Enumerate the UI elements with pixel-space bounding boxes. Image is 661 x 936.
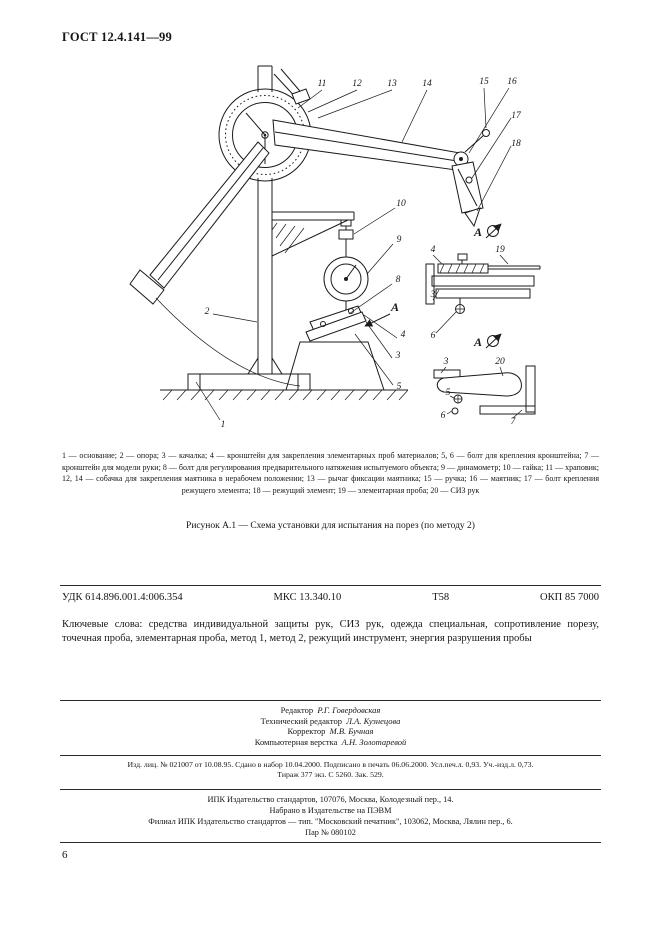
publisher-line-4: Пар № 080102 [305,828,356,837]
credit-line: Компьютерная верстка А.Н. Золотаревой [62,737,599,748]
callout-5-detail: 5 [446,388,451,398]
callout-18: 18 [511,139,521,149]
callout-19: 19 [495,245,505,255]
callout-4-detail: 4 [431,245,436,255]
credit-line: Технический редактор Л.А. Кузнецова [62,716,599,727]
view-arrow-label: А [390,300,399,314]
figure-caption: Рисунок А.1 — Схема установки для испыта… [186,521,475,531]
rocker-arm [129,141,301,387]
imprint-line-1: Изд. лиц. № 021007 от 10.08.95. Сдано в … [127,760,534,769]
publisher-block: ИПК Издательство стандартов, 107076, Мос… [62,794,599,838]
anvil-pedestal [285,341,385,391]
support-column [247,65,283,375]
callout-leader-lines [195,87,512,421]
credit-name: М.В. Бучная [329,726,374,736]
wall-bracket [271,211,355,257]
figure-legend: 1 — основание; 2 — опора; 3 — качалка; 4… [62,451,599,495]
callout-5: 5 [397,382,402,392]
divider-4 [60,789,601,790]
detail-a-label: А [473,225,482,239]
callout-20: 20 [495,357,505,367]
t-code: Т58 [432,592,450,603]
pawl-mechanism [273,68,311,105]
callout-3-detail2: 3 [443,357,449,367]
credit-role: Компьютерная верстка [254,736,338,747]
callout-6-detail2: 6 [441,411,446,421]
callout-13: 13 [387,79,397,89]
callout-1: 1 [221,420,226,430]
doc-number: ГОСТ 12.4.141—99 [62,30,172,44]
direction-arrow-a: А [364,300,399,327]
classification-codes: УДК 614.896.001.4:006.354 МКС 13.340.10 … [62,592,599,603]
publisher-line-3: Филиал ИПК Издательство стандартов — тип… [148,817,513,826]
detail-b-label: А [473,335,482,349]
imprint-block: Изд. лиц. № 021007 от 10.08.95. Сдано в … [62,760,599,780]
credit-role: Редактор [280,705,314,715]
detail-view-sample-clamp: А 4 19 3 6 [425,223,541,341]
okp-code: ОКП 85 7000 [540,592,599,603]
ratchet-dial [218,88,312,182]
callout-12: 12 [352,79,362,89]
base-plate [187,373,311,391]
credits-block: Редактор Р.Г. Говердовская Технический р… [62,705,599,747]
credit-name: Л.А. Кузнецова [346,715,401,726]
callout-9: 9 [397,235,402,245]
callout-10: 10 [396,199,406,209]
detail-view-hand-model: А 3 20 5 6 7 [433,333,536,427]
callout-15: 15 [479,77,489,87]
callout-8: 8 [396,275,401,285]
imprint-line-2: Тираж 377 экз. С 5260. Зак. 529. [277,770,384,779]
credit-role: Корректор [287,726,326,736]
divider-3 [60,755,601,756]
callout-17: 17 [511,111,522,121]
callout-7: 7 [511,417,517,427]
credit-name: А.Н. Золотаревой [341,736,407,747]
figure-diagram: А 1 2 3 4 5 8 9 10 11 12 13 14 15 16 17 … [129,65,541,430]
page-number: 6 [62,849,68,861]
mks-code: МКС 13.340.10 [273,592,342,603]
callout-6-detail: 6 [431,331,436,341]
credit-role: Технический редактор [260,715,343,726]
pendulum-arm [272,119,490,228]
udk-code: УДК 614.896.001.4:006.354 [62,592,183,603]
credit-name: Р.Г. Говердовская [317,705,381,715]
dynamometer-assembly [323,226,369,323]
divider-1 [60,585,601,586]
publisher-line-2: Набрано в Издательстве на ПЭВМ [269,806,392,815]
keywords-paragraph: Ключевые слова: средства индивидуальной … [62,619,599,644]
credit-line: Корректор М.В. Бучная [62,726,599,737]
divider-5 [60,842,601,843]
callout-11: 11 [318,79,327,89]
callout-4: 4 [401,330,406,340]
callout-14: 14 [422,79,432,89]
publisher-line-1: ИПК Издательство стандартов, 107076, Мос… [207,795,454,804]
sample-clamp-assembly [305,305,367,342]
credit-line: Редактор Р.Г. Говердовская [62,705,599,716]
callout-2: 2 [205,307,210,317]
ground-hatching [160,389,409,401]
divider-2 [60,700,601,701]
callout-3-detail: 3 [430,290,436,300]
callout-3: 3 [395,351,401,361]
callout-16: 16 [507,77,517,87]
